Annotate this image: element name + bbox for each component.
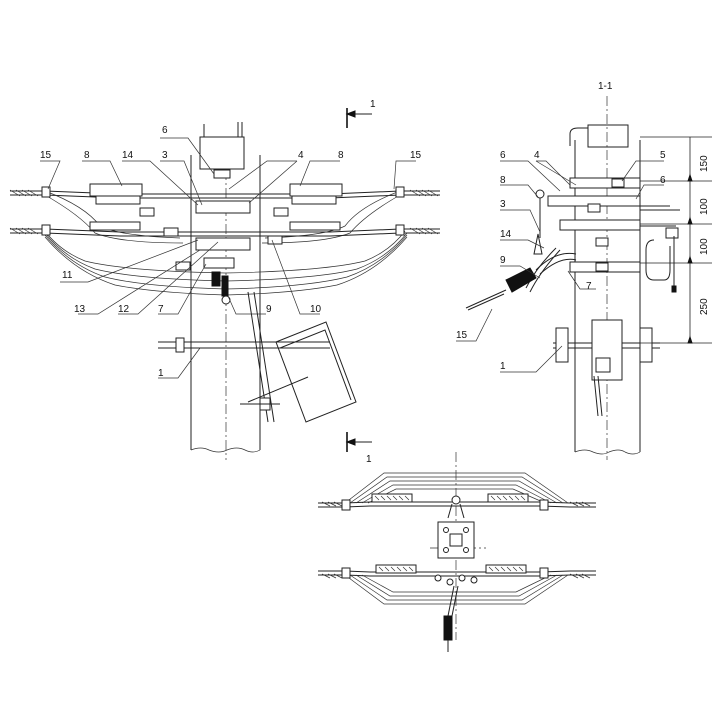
upper-conductor [9, 183, 440, 244]
side-labels: 6 4 5 8 6 3 14 9 7 15 1 [456, 150, 666, 372]
side-label-6-right: 6 [660, 175, 666, 186]
side-insulator [465, 247, 577, 311]
plan-view [318, 452, 596, 652]
section-mark-top: 1 [370, 99, 376, 110]
dim-100-lower: 100 [699, 238, 710, 255]
side-label-15: 15 [456, 330, 468, 341]
front-view: 1 1 [9, 99, 440, 465]
section-cut-bottom: 1 [345, 432, 372, 465]
label-10: 10 [310, 304, 322, 315]
dim-100-upper: 100 [699, 198, 710, 215]
front-leaders [40, 137, 416, 379]
side-label-6-left: 6 [500, 150, 506, 161]
label-9: 9 [266, 304, 272, 315]
label-7: 7 [158, 304, 164, 315]
side-label-9: 9 [500, 255, 506, 266]
side-label-8: 8 [500, 175, 506, 186]
side-label-14: 14 [500, 229, 512, 240]
label-8-right: 8 [338, 150, 344, 161]
side-label-4: 4 [534, 150, 540, 161]
label-8-left: 8 [84, 150, 90, 161]
dim-150: 150 [699, 155, 710, 172]
front-bracket [158, 291, 357, 423]
side-label-1: 1 [500, 361, 506, 372]
dimension-lines: 150 100 100 250 [640, 136, 712, 344]
section-cut-top: 1 [345, 99, 376, 128]
side-clamps [533, 177, 680, 293]
front-labels: 6 8 14 3 4 8 15 15 11 13 12 7 9 10 1 [40, 125, 422, 379]
label-6: 6 [162, 125, 168, 136]
label-12: 12 [118, 304, 130, 315]
label-15-right: 15 [410, 150, 422, 161]
side-label-5: 5 [660, 150, 666, 161]
side-leaders [456, 160, 664, 373]
side-pole [569, 96, 641, 460]
label-13: 13 [74, 304, 86, 315]
side-bracket [553, 319, 660, 417]
section-mark-bottom: 1 [366, 454, 372, 465]
label-4: 4 [298, 150, 304, 161]
label-1: 1 [158, 368, 164, 379]
label-11: 11 [62, 270, 73, 281]
side-view: 1-1 [456, 81, 712, 460]
side-label-3: 3 [500, 199, 506, 210]
label-14: 14 [122, 150, 134, 161]
dim-250: 250 [699, 298, 710, 315]
label-3: 3 [162, 150, 168, 161]
section-title: 1-1 [598, 81, 613, 92]
side-label-7: 7 [586, 281, 592, 292]
label-15-left: 15 [40, 150, 52, 161]
